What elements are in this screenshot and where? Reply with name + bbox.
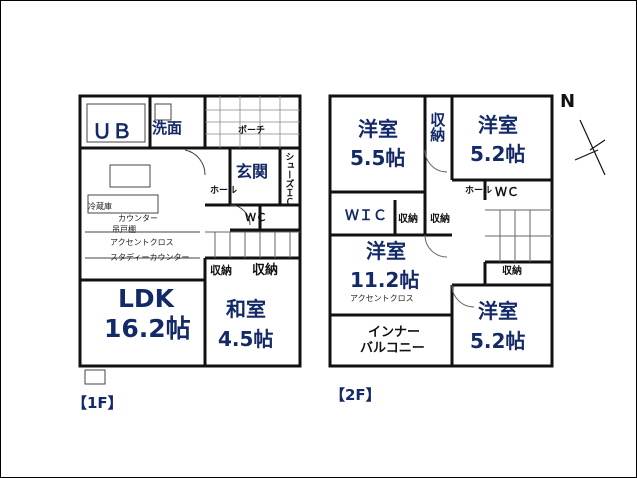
room-wic: ＷＩＣ xyxy=(345,208,387,224)
room-ldk-name: LDK xyxy=(118,284,175,313)
room-genkan: 玄関 xyxy=(236,162,269,181)
room-c-name: 洋室 xyxy=(366,239,406,263)
room-ub: ＵＢ xyxy=(92,119,132,143)
balcony-line2: バルコニー xyxy=(360,341,425,356)
room-a-size: 5.5帖 xyxy=(350,146,406,170)
floor1-fixtures xyxy=(85,103,251,259)
label-counter: カウンター xyxy=(118,214,158,223)
label-accent-cross-1f: アクセントクロス xyxy=(110,238,174,247)
room-c-size: 11.2帖 xyxy=(350,268,420,292)
room-wc-2f: ＷＣ xyxy=(495,185,520,199)
label-study-counter: スタディーカウンター xyxy=(110,253,190,262)
floor1-walls xyxy=(78,94,302,368)
storage-2f-b: 収納 xyxy=(430,214,450,225)
label-cabinet: 吊戸棚 xyxy=(112,225,136,234)
room-senmen: 洗面 xyxy=(152,119,183,137)
floor1-stairs xyxy=(205,231,300,258)
porch-tiles xyxy=(205,96,300,148)
label-porch: ポーチ xyxy=(238,126,266,136)
floor2-walls xyxy=(328,94,554,368)
storage-2f-top: 収納 xyxy=(428,112,447,142)
label-shoes-ic: シューズＩＣ xyxy=(283,152,294,206)
storage-1f-a: 収納 xyxy=(210,264,232,277)
room-ldk-size: 16.2帖 xyxy=(104,314,191,343)
room-d-name: 洋室 xyxy=(478,299,518,323)
floor2-outline xyxy=(328,94,554,368)
kitchen-counter xyxy=(87,194,159,214)
bathtub xyxy=(86,103,146,143)
label-hall-1f: ホール xyxy=(210,186,238,196)
floor1-label: 【1F】 xyxy=(72,394,123,412)
room-washitsu-size: 4.5帖 xyxy=(218,327,274,351)
floor2-stairs xyxy=(424,149,552,308)
label-hall-2f: ホール xyxy=(465,186,493,196)
room-washitsu-name: 和室 xyxy=(226,297,266,321)
room-b-name: 洋室 xyxy=(478,113,518,137)
balcony-line1: インナー xyxy=(368,325,421,340)
room-b-size: 5.2帖 xyxy=(470,142,526,166)
label-fridge: 冷蔵庫 xyxy=(88,202,112,211)
floor1-outdoor-unit xyxy=(84,369,106,385)
storage-1f-b: 収納 xyxy=(252,263,279,278)
room-a-name: 洋室 xyxy=(358,117,398,141)
compass-north-label: N xyxy=(560,91,576,112)
room-d-size: 5.2帖 xyxy=(470,329,526,353)
room-wc-1f: ＷＣ xyxy=(245,211,267,224)
label-accent-cross-2f: アクセントクロス xyxy=(350,294,414,303)
storage-2f-c: 収納 xyxy=(502,266,522,277)
storage-2f-a: 収納 xyxy=(398,214,418,225)
compass-arrow xyxy=(574,119,606,176)
washbasin xyxy=(154,103,172,121)
kitchen-island xyxy=(109,164,151,188)
floor2-label: 【2F】 xyxy=(330,386,381,404)
